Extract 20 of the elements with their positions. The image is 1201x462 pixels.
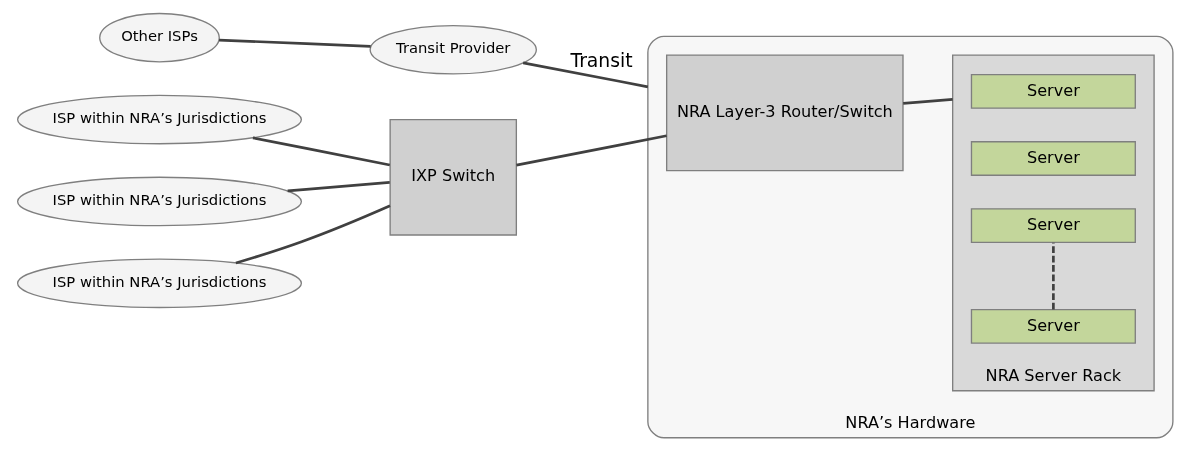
node-box: Server bbox=[970, 208, 1136, 244]
connector bbox=[516, 134, 667, 167]
node-box: Server bbox=[970, 141, 1136, 176]
node-ellipse: ISP within NRA’s Jurisdictions bbox=[16, 258, 303, 309]
node-box: Server bbox=[970, 308, 1136, 344]
connector bbox=[235, 204, 391, 265]
edge-label: Transit bbox=[570, 50, 633, 72]
connector bbox=[903, 98, 953, 105]
connector bbox=[252, 136, 391, 167]
node-box: NRA Layer-3 Router/Switch bbox=[666, 54, 904, 172]
node-box: IXP Switch bbox=[389, 118, 518, 236]
node-ellipse: Other ISPs bbox=[99, 12, 220, 63]
connector bbox=[218, 38, 371, 48]
node-box: Server bbox=[970, 73, 1136, 109]
node-ellipse: ISP within NRA’s Jurisdictions bbox=[16, 176, 303, 227]
connector bbox=[522, 61, 649, 89]
node-ellipse: ISP within NRA’s Jurisdictions bbox=[16, 94, 303, 145]
node-ellipse: Transit Provider bbox=[369, 24, 537, 75]
connector bbox=[1052, 242, 1055, 310]
connector bbox=[287, 181, 390, 193]
